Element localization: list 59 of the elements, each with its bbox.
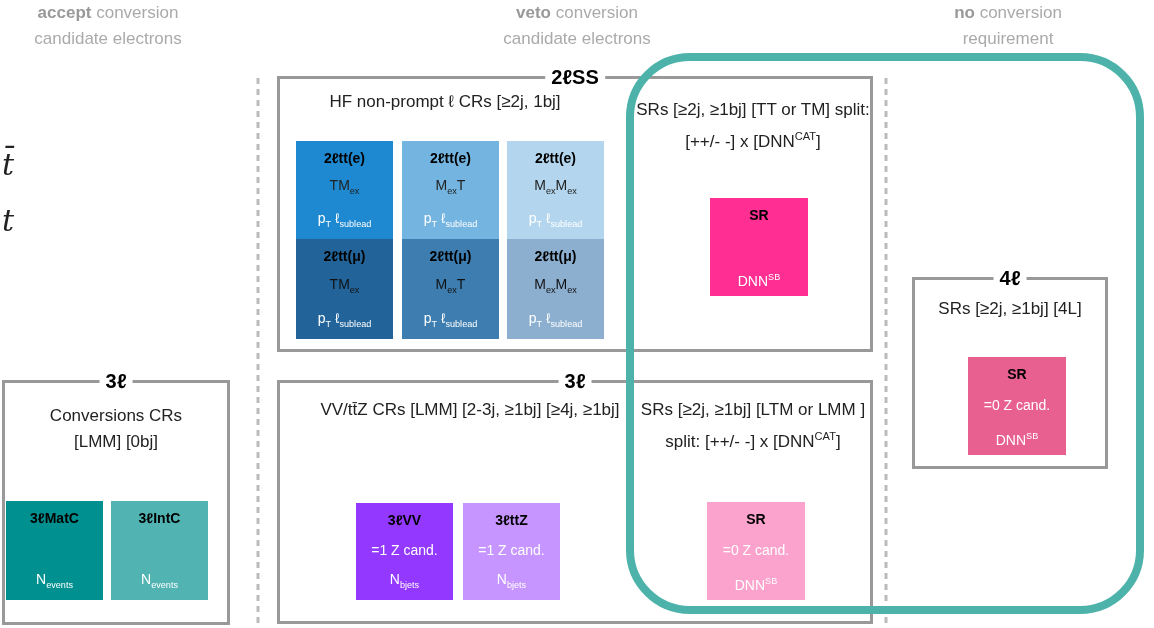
tile-title: 3ℓttZ — [495, 511, 528, 529]
tile-text: TM$_{ex}$ — [329, 176, 360, 198]
tile-title: 2ℓtt(e) — [323, 149, 366, 167]
tile-title: 3ℓIntC — [138, 509, 181, 527]
column-header: no conversion requirement — [953, 2, 1063, 50]
tile-text: p$_{T}$ ℓ$_{sublead}$ — [528, 209, 583, 231]
tile-text: p$_{T}$ ℓ$_{sublead}$ — [528, 309, 583, 331]
category-tile — [507, 239, 604, 339]
tile-text: =0 Z cand. — [983, 396, 1051, 415]
category-tile — [463, 503, 560, 600]
category-tile — [6, 501, 103, 600]
column-header: veto conversion candidate electrons — [502, 2, 652, 50]
tile-title: 2ℓtt(μ) — [323, 247, 366, 265]
category-tile — [356, 503, 453, 600]
region-description: VV/tt̄Z CRs [LMM] [2-3j, ≥1bj] [≥4j, ≥1bj] — [319, 399, 621, 421]
tile-title: 3ℓVV — [387, 511, 422, 529]
category-tile — [710, 198, 808, 296]
category-tile — [707, 502, 805, 600]
tile-text: M$_{ex}$M$_{ex}$ — [534, 176, 577, 198]
tile-text: M$_{ex}$M$_{ex}$ — [534, 275, 577, 297]
tile-text: N$_{bjets}$ — [389, 570, 420, 592]
region-description: SRs [≥2j, ≥1bj] [TT or TM] split: [++/- -] x [DNN$^{CAT}$] — [635, 99, 871, 153]
category-tile — [111, 501, 208, 600]
column-header: accept conversion candidate electrons — [33, 2, 183, 50]
region-description: HF non-prompt ℓ CRs [≥2j, 1bj] — [328, 91, 562, 113]
tile-title: 3ℓMatC — [30, 509, 79, 527]
tile-text: p$_{T}$ ℓ$_{sublead}$ — [423, 309, 478, 331]
region-description: Conversions CRs [LMM] [0bj] — [48, 405, 184, 453]
tile-text: N$_{bjets}$ — [496, 570, 527, 592]
tile-text: =0 Z cand. — [722, 541, 790, 560]
tile-text: =1 Z cand. — [371, 540, 438, 559]
tile-text: N$_{events}$ — [141, 570, 178, 592]
tile-title: SR — [746, 510, 766, 528]
tile-title: 2ℓtt(e) — [429, 149, 472, 167]
category-tile — [402, 239, 499, 339]
tile-text: M$_{ex}$T — [435, 176, 466, 198]
category-tile — [296, 239, 393, 339]
tile-text: DNN$^{SB}$ — [737, 271, 781, 290]
tile-title: SR — [749, 206, 769, 224]
tile-title: 2ℓtt(e) — [534, 149, 577, 167]
category-tile — [507, 141, 604, 239]
tile-text: M$_{ex}$T — [435, 275, 466, 297]
category-tile — [296, 141, 393, 239]
tile-text: p$_{T}$ ℓ$_{sublead}$ — [317, 309, 372, 331]
tile-title: SR — [1007, 365, 1027, 383]
tile-title: 2ℓtt(μ) — [429, 247, 472, 265]
tile-text: p$_{T}$ ℓ$_{sublead}$ — [317, 209, 372, 231]
region-description: SRs [≥2j, ≥1bj] [LTM or LMM ] split: [++/- -] x [DNN$^{CAT}$] — [639, 399, 867, 453]
tile-title: 2ℓtt(μ) — [534, 247, 577, 265]
tile-text: TM$_{ex}$ — [329, 275, 360, 297]
category-tile — [402, 141, 499, 239]
category-tile — [968, 357, 1066, 455]
tile-text: DNN$^{SB}$ — [734, 575, 778, 594]
tile-text: p$_{T}$ ℓ$_{sublead}$ — [423, 209, 478, 231]
tile-text: =1 Z cand. — [478, 540, 545, 559]
region-description: SRs [≥2j, ≥1bj] [4L] — [937, 298, 1083, 320]
tile-text: DNN$^{SB}$ — [995, 430, 1039, 449]
tile-text: N$_{events}$ — [36, 570, 73, 592]
math-symbol: t — [2, 204, 15, 238]
